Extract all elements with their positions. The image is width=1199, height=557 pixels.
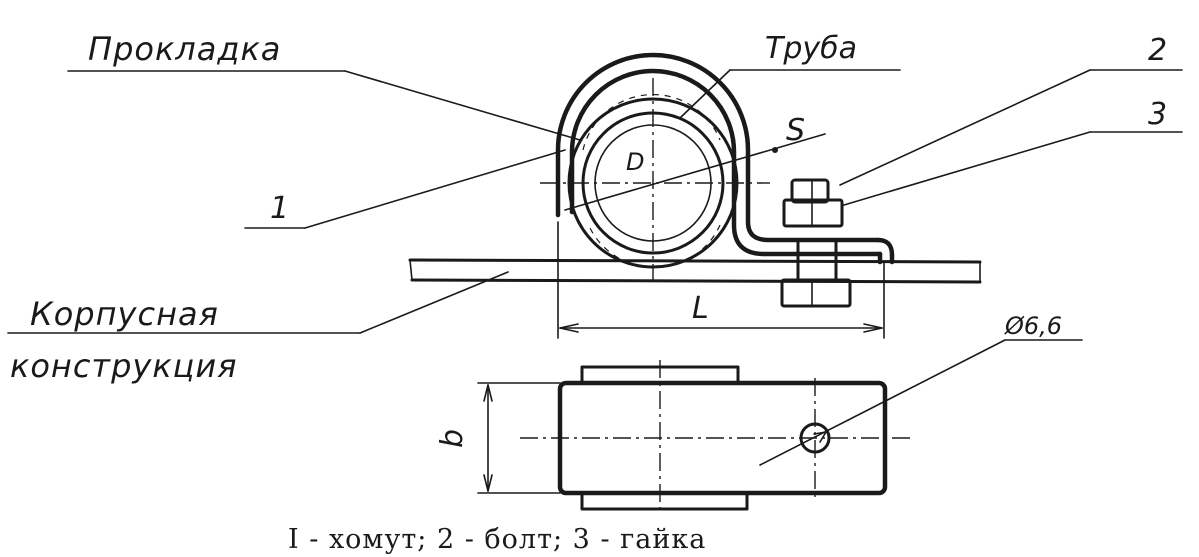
label-dim-l: L bbox=[692, 291, 709, 326]
label-korpus-line1: Корпусная bbox=[30, 295, 219, 333]
label-hole-diameter: Ø6,6 bbox=[1004, 312, 1062, 340]
dim-d-line bbox=[564, 133, 826, 211]
label-part-3: 3 bbox=[1148, 97, 1167, 132]
hull-plate bbox=[408, 258, 982, 284]
caption: I - хомут; 2 - болт; 3 - гайка bbox=[288, 524, 706, 555]
label-dim-s: S bbox=[786, 113, 805, 148]
leader-lines bbox=[7, 69, 1183, 334]
label-part-2: 2 bbox=[1148, 33, 1167, 68]
label-prokladka: Прокладка bbox=[88, 30, 281, 68]
plan-view bbox=[477, 339, 1083, 515]
label-dim-d: D bbox=[626, 148, 644, 176]
label-truba: Труба bbox=[765, 31, 857, 66]
front-view bbox=[7, 52, 1183, 339]
label-dim-b: b bbox=[435, 429, 470, 448]
label-korpus-line2: конструкция bbox=[10, 347, 237, 385]
clamp bbox=[555, 52, 895, 265]
dim-l bbox=[557, 221, 885, 339]
label-part-1: 1 bbox=[270, 191, 289, 226]
bolt-and-nut bbox=[780, 178, 852, 308]
